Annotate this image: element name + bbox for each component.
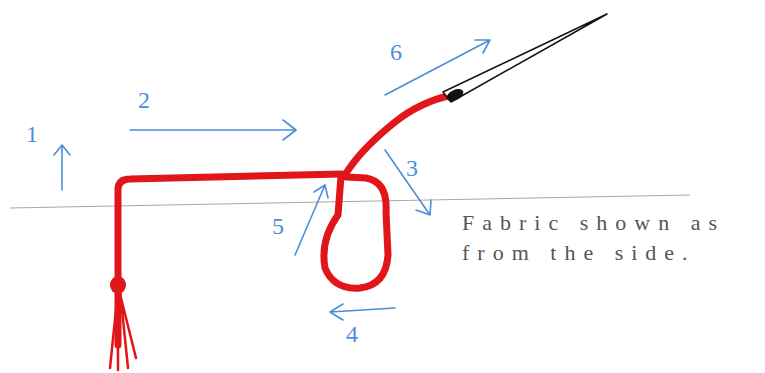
fabric-line [10,195,690,208]
callout-number: 2 [138,88,150,112]
caption-note: Fabric shown as from the side. [462,208,752,268]
callout-number: 6 [390,40,402,64]
callout-number: 3 [406,156,418,180]
callout-number: 1 [26,122,38,146]
thread [110,95,452,370]
thread-knot [110,276,126,294]
needle [443,14,607,103]
callout-number: 4 [346,322,358,346]
step-arrows [54,40,490,320]
callout-number: 5 [272,214,284,238]
